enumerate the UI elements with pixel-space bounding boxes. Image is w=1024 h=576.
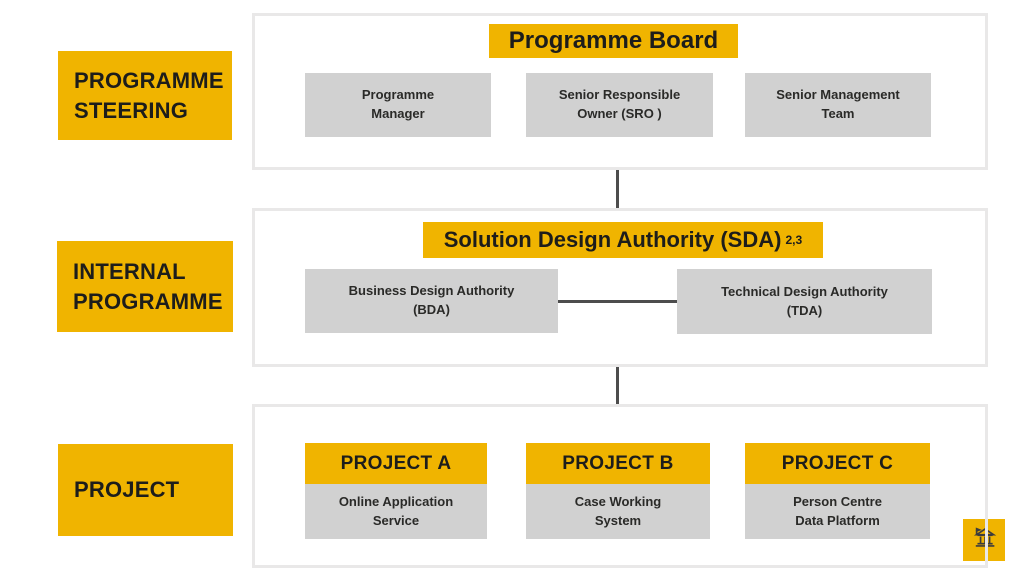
project-c-subtitle: Person Centre Data Platform xyxy=(745,484,930,539)
role-box-business-design-authority: Business Design Authority (BDA) xyxy=(305,269,558,333)
connector-line-bda-tda xyxy=(558,300,680,303)
project-card-b: PROJECT B Case Working System xyxy=(526,443,710,539)
solution-design-authority-box: Solution Design Authority (SDA)2,3 xyxy=(423,222,823,258)
project-b-subtitle: Case Working System xyxy=(526,484,710,539)
corner-badge xyxy=(963,519,1005,561)
sda-title-text: Solution Design Authority (SDA) xyxy=(443,227,782,252)
tier-label-project: PROJECT xyxy=(58,444,233,536)
internal-programme-frame: Solution Design Authority (SDA)2,3 Busin… xyxy=(252,208,988,367)
programme-board-box: Programme Board xyxy=(489,24,738,58)
tier-label-internal-programme: INTERNAL PROGRAMME xyxy=(57,241,233,332)
connector-line-top xyxy=(616,170,619,208)
classical-building-icon xyxy=(971,524,998,556)
role-box-senior-responsible-owner: Senior Responsible Owner (SRO ) xyxy=(526,73,713,137)
role-box-technical-design-authority: Technical Design Authority (TDA) xyxy=(677,269,932,334)
project-c-title: PROJECT C xyxy=(745,443,930,484)
connector-line-bottom xyxy=(616,367,619,404)
project-card-c: PROJECT C Person Centre Data Platform xyxy=(745,443,930,539)
project-b-title: PROJECT B xyxy=(526,443,710,484)
role-box-senior-management-team: Senior Management Team xyxy=(745,73,931,137)
sda-footnote-superscript: 2,3 xyxy=(785,233,803,247)
programme-steering-frame: Programme Board Programme Manager Senior… xyxy=(252,13,988,170)
project-a-title: PROJECT A xyxy=(305,443,487,484)
tier-label-programme-steering: PROGRAMME STEERING xyxy=(58,51,232,140)
role-box-programme-manager: Programme Manager xyxy=(305,73,491,137)
project-a-subtitle: Online Application Service xyxy=(305,484,487,539)
project-frame: PROJECT A Online Application Service PRO… xyxy=(252,404,988,568)
project-card-a: PROJECT A Online Application Service xyxy=(305,443,487,539)
